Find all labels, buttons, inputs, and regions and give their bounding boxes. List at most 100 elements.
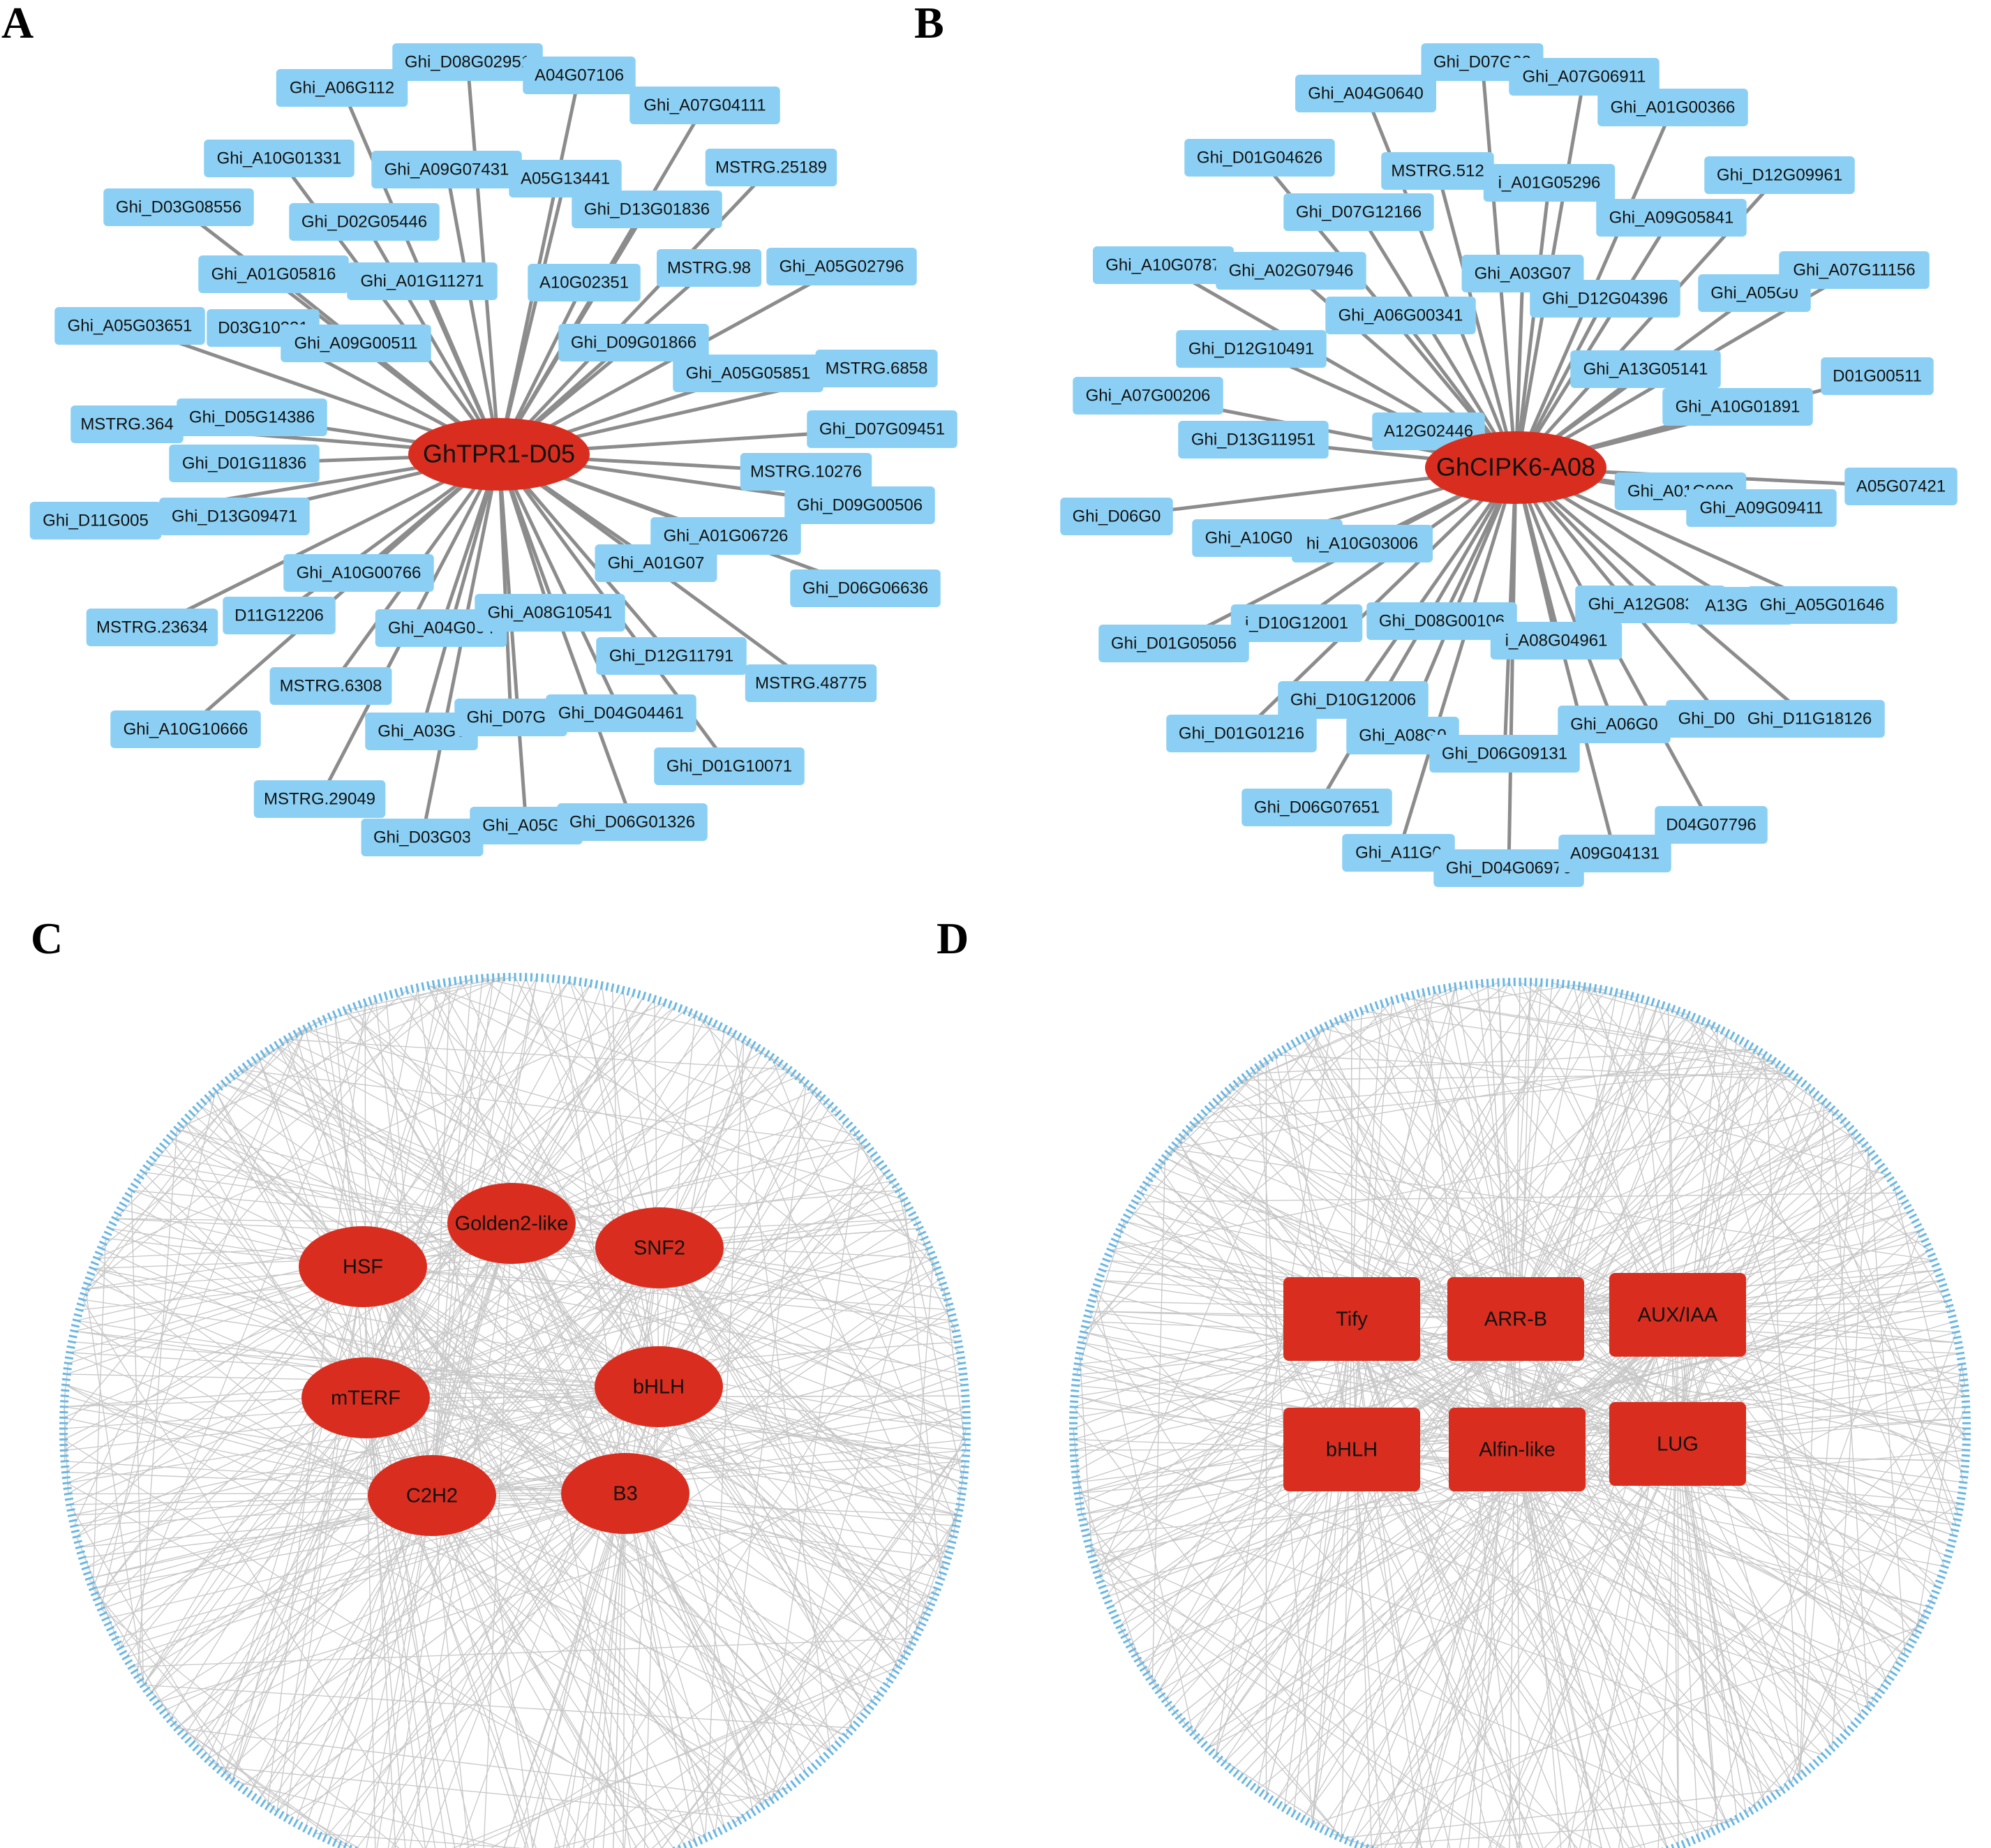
gene-node[interactable] — [1076, 1507, 1085, 1511]
gene-node[interactable] — [1148, 1678, 1157, 1686]
gene-node[interactable] — [464, 975, 468, 984]
gene-node[interactable] — [888, 1177, 897, 1184]
gene-node[interactable] — [953, 1513, 963, 1517]
gene-node[interactable] — [1254, 1063, 1261, 1071]
gene-node[interactable] — [1133, 1656, 1142, 1663]
gene-node[interactable] — [1258, 1059, 1265, 1068]
gene-node[interactable] — [595, 980, 599, 989]
gene-node[interactable] — [1757, 1048, 1763, 1057]
gene-node[interactable] — [1432, 985, 1436, 995]
gene-node[interactable] — [378, 993, 383, 1002]
gene-node-i-a01g05296[interactable]: i_A01G05296 — [1483, 164, 1616, 202]
gene-node[interactable] — [873, 1694, 881, 1702]
gene-node[interactable] — [1864, 1704, 1872, 1712]
gene-node[interactable] — [807, 1766, 814, 1774]
gene-node[interactable] — [415, 983, 420, 992]
gene-node[interactable] — [1232, 1080, 1240, 1088]
gene-node[interactable] — [1824, 1101, 1832, 1110]
gene-node[interactable] — [1349, 1011, 1355, 1020]
gene-node[interactable] — [1343, 1013, 1350, 1022]
gene-node[interactable] — [910, 1216, 919, 1222]
gene-node[interactable] — [768, 1052, 775, 1061]
gene-node[interactable] — [1870, 1154, 1879, 1161]
gene-node[interactable] — [1075, 1502, 1084, 1506]
gene-node[interactable] — [1262, 1057, 1270, 1066]
gene-node[interactable] — [63, 1366, 72, 1371]
gene-node[interactable] — [768, 1796, 775, 1805]
gene-node[interactable] — [946, 1308, 955, 1313]
gene-node[interactable] — [1272, 1798, 1278, 1807]
gene-node-mstrg-6308[interactable]: MSTRG.6308 — [269, 667, 392, 705]
gene-node-ghi-a04g0640[interactable]: Ghi_A04G0640 — [1295, 75, 1436, 112]
gene-node[interactable] — [1295, 1812, 1302, 1821]
gene-node[interactable] — [63, 1486, 72, 1491]
gene-node[interactable] — [1747, 1042, 1754, 1051]
gene-node[interactable] — [918, 1230, 927, 1237]
gene-node[interactable] — [956, 1497, 966, 1501]
gene-node[interactable] — [1953, 1512, 1963, 1517]
gene-node[interactable] — [1078, 1517, 1087, 1522]
gene-node[interactable] — [1117, 1628, 1126, 1634]
gene-node[interactable] — [1925, 1247, 1934, 1253]
gene-node[interactable] — [1272, 1050, 1278, 1059]
gene-node[interactable] — [1410, 990, 1415, 999]
gene-node[interactable] — [1956, 1496, 1966, 1500]
gene-node[interactable] — [184, 1736, 192, 1744]
gene-node[interactable] — [863, 1708, 872, 1715]
gene-node[interactable] — [211, 1762, 220, 1771]
gene-node[interactable] — [486, 974, 489, 983]
gene-node[interactable] — [1338, 1015, 1345, 1024]
gene-node[interactable] — [866, 1704, 874, 1711]
gene-node[interactable] — [1949, 1319, 1958, 1324]
gene-node[interactable] — [1204, 1105, 1212, 1113]
gene-node[interactable] — [1470, 980, 1473, 989]
gene-node[interactable] — [955, 1345, 964, 1349]
gene-node-ghi-a07g04111[interactable]: Ghi_A07G04111 — [629, 87, 780, 124]
gene-node[interactable] — [145, 1690, 154, 1698]
gene-node[interactable] — [73, 1313, 82, 1318]
gene-node[interactable] — [1903, 1647, 1912, 1654]
gene-node[interactable] — [1889, 1670, 1898, 1677]
gene-node[interactable] — [1909, 1213, 1918, 1219]
gene-node[interactable] — [1200, 1109, 1208, 1117]
gene-node[interactable] — [1929, 1258, 1938, 1263]
gene-node[interactable] — [1232, 1769, 1240, 1778]
gene-node-a10g02351[interactable]: A10G02351 — [528, 264, 641, 301]
gene-node[interactable] — [1960, 1465, 1969, 1468]
gene-node[interactable] — [1369, 1003, 1374, 1012]
gene-node[interactable] — [113, 1211, 122, 1217]
gene-node[interactable] — [1249, 1782, 1257, 1791]
gene-node[interactable] — [1733, 1034, 1740, 1043]
gene-node[interactable] — [1106, 1604, 1115, 1610]
gene-node[interactable] — [870, 1699, 878, 1706]
gene-node[interactable] — [220, 1079, 228, 1088]
gene-node[interactable] — [139, 1168, 148, 1176]
gene-node[interactable] — [1956, 1357, 1966, 1361]
gene-node[interactable] — [740, 1813, 747, 1822]
gene-node[interactable] — [1304, 1817, 1311, 1826]
gene-node[interactable] — [288, 1032, 294, 1041]
gene-node[interactable] — [683, 1842, 687, 1848]
gene-node[interactable] — [1267, 1054, 1274, 1062]
gene-node[interactable] — [76, 1302, 86, 1307]
gene-node[interactable] — [652, 994, 657, 1004]
gene-node[interactable] — [1880, 1167, 1889, 1174]
gene-node[interactable] — [1142, 1670, 1151, 1677]
gene-node-ghi-a01g11271[interactable]: Ghi_A01G11271 — [347, 262, 498, 300]
gene-node[interactable] — [312, 1828, 318, 1838]
gene-node-ghi-a01g07[interactable]: Ghi_A01G07 — [595, 544, 717, 582]
gene-node[interactable] — [1937, 1278, 1946, 1283]
gene-node[interactable] — [103, 1230, 112, 1237]
gene-node[interactable] — [1343, 1835, 1350, 1845]
gene-node[interactable] — [1685, 1838, 1691, 1847]
gene-node[interactable] — [583, 978, 588, 988]
gene-node[interactable] — [368, 996, 373, 1006]
gene-node[interactable] — [866, 1147, 874, 1154]
gene-node[interactable] — [1953, 1517, 1962, 1522]
gene-node[interactable] — [692, 1010, 699, 1019]
gene-node[interactable] — [692, 1838, 699, 1847]
gene-node[interactable] — [897, 1659, 906, 1666]
gene-node[interactable] — [605, 982, 609, 991]
gene-node[interactable] — [1154, 1163, 1163, 1170]
gene-node[interactable] — [886, 1173, 894, 1180]
